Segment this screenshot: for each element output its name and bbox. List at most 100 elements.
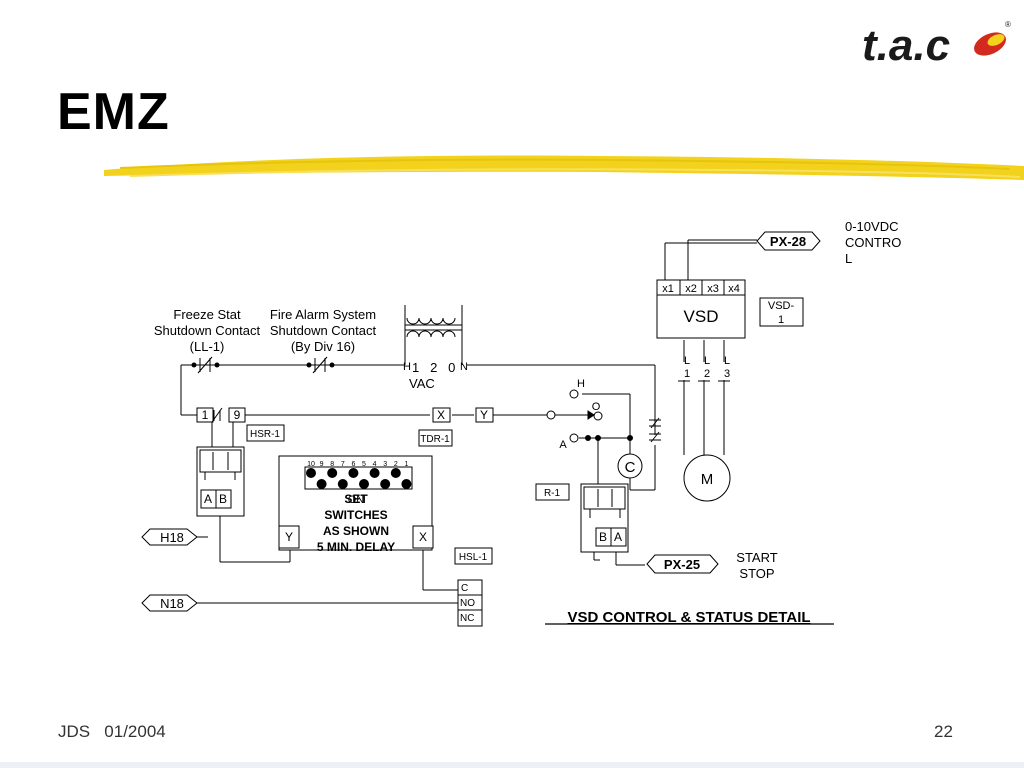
- r1-tag: R-1: [535, 483, 570, 501]
- h18-tag: H18: [141, 528, 198, 546]
- freeze-stat-label-1: Freeze Stat: [173, 307, 241, 322]
- px28-tag: PX-28: [756, 231, 821, 251]
- dip-switch-knob: [306, 468, 316, 478]
- vsd-terminal-x1: x1: [662, 283, 674, 295]
- logo-text: t.a.c: [862, 21, 950, 70]
- svg-text:N18: N18: [160, 596, 184, 611]
- hsl-contact-c: C: [461, 583, 468, 594]
- timer-text-2: SWITCHES: [324, 508, 387, 522]
- svg-text:HSL-1: HSL-1: [459, 552, 488, 563]
- motor: M: [683, 454, 731, 502]
- svg-text:PX-28: PX-28: [770, 234, 806, 249]
- terminal-1-9: 1 9: [196, 407, 246, 423]
- px28-note-2: CONTRO: [845, 235, 901, 250]
- freeze-stat-contact: [191, 356, 220, 374]
- dip-switch-knob: [401, 479, 412, 489]
- hsl1-tag: HSL-1: [454, 547, 493, 565]
- overload-contacts: [649, 417, 661, 443]
- freeze-stat-label-3: (LL-1): [190, 339, 225, 354]
- hsl-contact-nc: NC: [460, 613, 474, 624]
- vsd-block: x1 x2 x3 x4 VSD: [656, 279, 746, 339]
- hoa-o: O: [592, 401, 601, 413]
- dip-number: 3: [383, 461, 387, 468]
- hsl-contact-no: NO: [460, 598, 475, 609]
- vsd-line-l3: L: [724, 355, 730, 367]
- vsd-terminal-x4: x4: [728, 283, 740, 295]
- dip-number: 7: [341, 461, 345, 468]
- svg-text:Y: Y: [480, 408, 488, 422]
- svg-text:X: X: [437, 408, 445, 422]
- footer-page-number: 22: [934, 722, 953, 741]
- page-title: EMZ: [57, 83, 170, 141]
- hsl-contact-block: C NO NC: [457, 579, 483, 627]
- timer-y: Y: [285, 530, 293, 544]
- vsd-line-num-2: 2: [704, 368, 710, 380]
- r1-relay: [580, 483, 629, 553]
- hsr1-tag: HSR-1: [246, 424, 285, 442]
- timer-text-3: AS SHOWN: [323, 524, 389, 538]
- svg-text:VSD-: VSD-: [768, 300, 795, 312]
- svg-text:M: M: [701, 471, 714, 488]
- terminal-9-label: 9: [234, 408, 241, 422]
- dip-switch-knob: [390, 468, 401, 478]
- dip-number: 10: [307, 461, 315, 468]
- dip-switch-knob: [316, 479, 327, 489]
- timer-text-1: SET: [344, 492, 368, 506]
- r1-relay-a: A: [614, 530, 622, 544]
- fire-alarm-label-3: (By Div 16): [291, 339, 355, 354]
- terminal-1-label: 1: [202, 408, 209, 422]
- hoa-a: A: [559, 439, 567, 451]
- r1-relay-b: B: [599, 530, 607, 544]
- transformer-icon: [406, 317, 456, 338]
- hsr-relay-b: B: [219, 492, 227, 506]
- fire-alarm-label-2: Shutdown Contact: [270, 323, 377, 338]
- tac-leaf-logo-icon: [974, 32, 1006, 56]
- px25-note-stop: STOP: [739, 566, 774, 581]
- freeze-stat-label-2: Shutdown Contact: [154, 323, 261, 338]
- svg-text:R-1: R-1: [544, 488, 561, 499]
- vsd-terminal-x3: x3: [707, 283, 719, 295]
- footer-author-date: JDS 01/2004: [58, 722, 166, 741]
- transformer-voltage: 1 2 0: [412, 360, 455, 375]
- dip-number: 4: [373, 461, 377, 468]
- vsd-line-l2: L: [704, 355, 710, 367]
- transformer-h: H: [403, 361, 411, 373]
- vsd-tag: VSD- 1: [759, 297, 804, 327]
- px28-note-1: 0-10VDC: [845, 219, 898, 234]
- dip-switch-knob: [369, 468, 380, 478]
- registered-mark: ®: [1005, 20, 1011, 29]
- dip-number: 6: [351, 461, 355, 468]
- px28-note-3: L: [845, 251, 852, 266]
- tac-logo: t.a.c ®: [862, 20, 1011, 70]
- dip-switch-knob: [359, 479, 369, 489]
- diagram-caption: VSD CONTROL & STATUS DETAIL: [567, 609, 810, 626]
- bottom-rule: [0, 762, 1024, 768]
- timer-text-4: 5 MIN. DELAY: [317, 540, 395, 554]
- px25-tag: PX-25: [646, 554, 719, 574]
- svg-text:HSR-1: HSR-1: [250, 429, 280, 440]
- dip-switch-knob: [327, 468, 338, 478]
- dip-switch-knob: [337, 479, 348, 489]
- svg-text:H18: H18: [160, 530, 184, 545]
- dip-number: 8: [330, 461, 334, 468]
- vsd-terminal-x2: x2: [685, 283, 697, 295]
- vsd-label: VSD: [684, 307, 719, 326]
- svg-text:1: 1: [778, 314, 784, 326]
- transformer-n: N: [460, 361, 468, 373]
- px25-note-start: START: [736, 550, 777, 565]
- vsd-line-num-1: 1: [684, 368, 690, 380]
- timer-module: Y X ON SET SWITCHES AS SHOWN 5 MIN. DELA…: [278, 455, 434, 554]
- dip-number: 1: [404, 461, 408, 468]
- hoa-h: H: [577, 378, 585, 390]
- transformer-unit: VAC: [409, 376, 435, 391]
- timer-on-label: ON: [348, 494, 365, 506]
- contactor-coil: C: [617, 453, 643, 479]
- terminal-y: Y: [475, 407, 494, 423]
- dip-switch-knob: [348, 468, 359, 478]
- svg-text:TDR-1: TDR-1: [420, 434, 450, 445]
- terminal-x: X: [432, 407, 451, 423]
- fire-alarm-contact: [306, 356, 335, 374]
- vsd-line-num-3: 3: [724, 368, 730, 380]
